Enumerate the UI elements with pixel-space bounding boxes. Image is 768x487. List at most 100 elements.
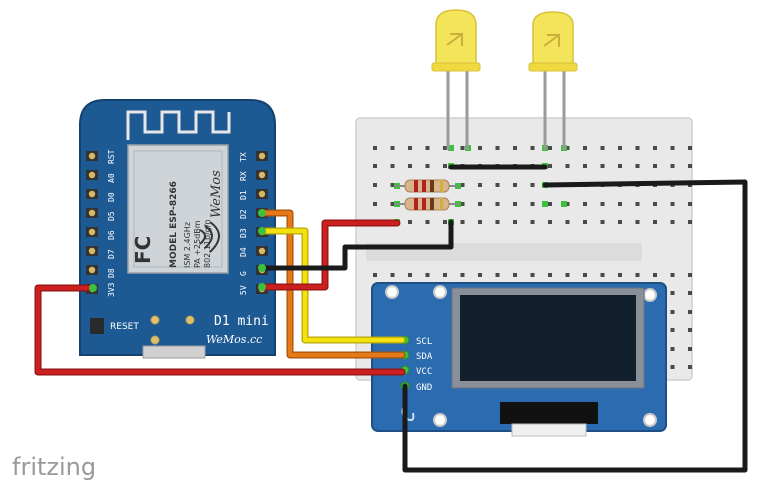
pin-label-g: G: [239, 271, 248, 276]
oled-pin-label-sda: SDA: [416, 352, 433, 362]
breadboard-hole: [408, 220, 412, 224]
usb-connector: [142, 345, 206, 359]
breadboard-hole: [408, 146, 412, 150]
breadboard-hole: [670, 273, 675, 277]
breadboard-hole: [425, 220, 430, 224]
breadboard-hole: [670, 202, 675, 206]
wire-black-gnd-loop: [402, 179, 748, 473]
breadboard-hole: [688, 328, 692, 332]
breadboard-hole: [443, 146, 447, 150]
breadboard-hole: [390, 164, 395, 168]
oled-pin-label-gnd: GND: [416, 383, 432, 393]
breadboard-hole: [565, 273, 570, 277]
breadboard-hole: [530, 273, 535, 277]
breadboard-hole: [425, 273, 430, 277]
oled-pin-label-scl: SCL: [416, 337, 432, 347]
breadboard-hole: [513, 220, 517, 224]
breadboard-hole: [443, 220, 447, 224]
breadboard-hole: [670, 146, 675, 150]
breadboard-hole: [618, 164, 622, 168]
breadboard-hole: [653, 146, 657, 150]
breadboard-hole: [548, 146, 552, 150]
wifi-icon: [199, 221, 220, 253]
breadboard-hole: [478, 273, 482, 277]
pin-label-d6: D6: [107, 230, 116, 240]
breadboard-hole: [583, 202, 587, 206]
breadboard-hole: [688, 273, 692, 277]
breadboard-hole: [670, 328, 675, 332]
pin-pad: [258, 190, 266, 198]
pin-label-d7: D7: [107, 249, 116, 259]
breadboard-hole: [670, 310, 675, 314]
reset-label: RESET: [110, 322, 139, 332]
board-maker: WeMos.cc: [206, 333, 262, 346]
breadboard-hole: [653, 273, 657, 277]
breadboard-hole: [390, 183, 395, 187]
breadboard-hole: [390, 202, 395, 206]
breadboard-hole: [530, 146, 535, 150]
breadboard-hole: [425, 164, 430, 168]
pin-label-d4: D4: [239, 247, 248, 257]
oled-ribbon: [500, 402, 598, 424]
wemos-d1-mini-board: FC MODEL ESP-8266 ISM 2.4GHz PA +25dBm 8…: [79, 99, 276, 359]
breadboard-hole: [635, 273, 640, 277]
pin-label-d0: D0: [107, 192, 116, 202]
breadboard-hole: [565, 164, 570, 168]
breadboard-hole: [443, 273, 447, 277]
breadboard-hole: [688, 365, 692, 369]
resistor: [395, 197, 458, 211]
pin-label-tx: TX: [239, 152, 248, 162]
breadboard-hole-active: [561, 201, 567, 207]
breadboard-hole: [688, 220, 692, 224]
module-spec-2: PA +25dBm: [193, 220, 202, 268]
breadboard-hole: [583, 146, 587, 150]
pin-label-3v3: 3V3: [107, 282, 116, 297]
breadboard-hole: [373, 202, 377, 206]
breadboard-hole: [530, 202, 535, 206]
pin-label-rx: RX: [239, 171, 248, 181]
breadboard-hole: [513, 273, 517, 277]
pin-label-d3: D3: [239, 228, 248, 238]
mount-hole: [643, 288, 657, 302]
breadboard-hole: [565, 146, 570, 150]
breadboard-hole: [443, 164, 447, 168]
breadboard-hole: [530, 183, 535, 187]
pin-pad: [88, 266, 96, 274]
breadboard-hole: [478, 146, 482, 150]
breadboard-hole: [495, 146, 500, 150]
reset-button[interactable]: [90, 318, 104, 334]
breadboard-hole: [635, 146, 640, 150]
breadboard-hole: [408, 164, 412, 168]
breadboard-hole: [600, 220, 605, 224]
breadboard-hole: [495, 183, 500, 187]
breadboard-hole: [530, 220, 535, 224]
breadboard-hole: [548, 164, 552, 168]
module-spec-1: ISM 2.4GHz: [183, 222, 192, 268]
breadboard-hole: [460, 273, 465, 277]
breadboard-hole: [373, 273, 377, 277]
oled-screen: [460, 295, 636, 381]
pin-pad: [258, 171, 266, 179]
pin-pad: [88, 247, 96, 255]
breadboard-hole: [635, 220, 640, 224]
breadboard-hole: [670, 291, 675, 295]
breadboard-hole: [565, 202, 570, 206]
breadboard-hole: [688, 347, 692, 351]
board-pad: [185, 315, 195, 325]
breadboard-hole: [600, 202, 605, 206]
pin-label-d8: D8: [107, 268, 116, 278]
pin-label-d1: D1: [239, 190, 248, 200]
pin-pad: [258, 152, 266, 160]
breadboard-hole: [495, 220, 500, 224]
breadboard-hole: [688, 164, 692, 168]
pin-label-5v: 5V: [239, 285, 248, 295]
module-spec-3: 802.11b/g/n: [203, 219, 212, 268]
module-model: MODEL ESP-8266: [169, 181, 179, 268]
resistor: [395, 179, 458, 193]
breadboard-hole: [460, 146, 465, 150]
led-yellow-1: [431, 9, 481, 150]
pin-pad: [88, 171, 96, 179]
breadboard-hole: [373, 183, 377, 187]
pin-pad: [88, 190, 96, 198]
module-cert: FC: [131, 236, 155, 264]
